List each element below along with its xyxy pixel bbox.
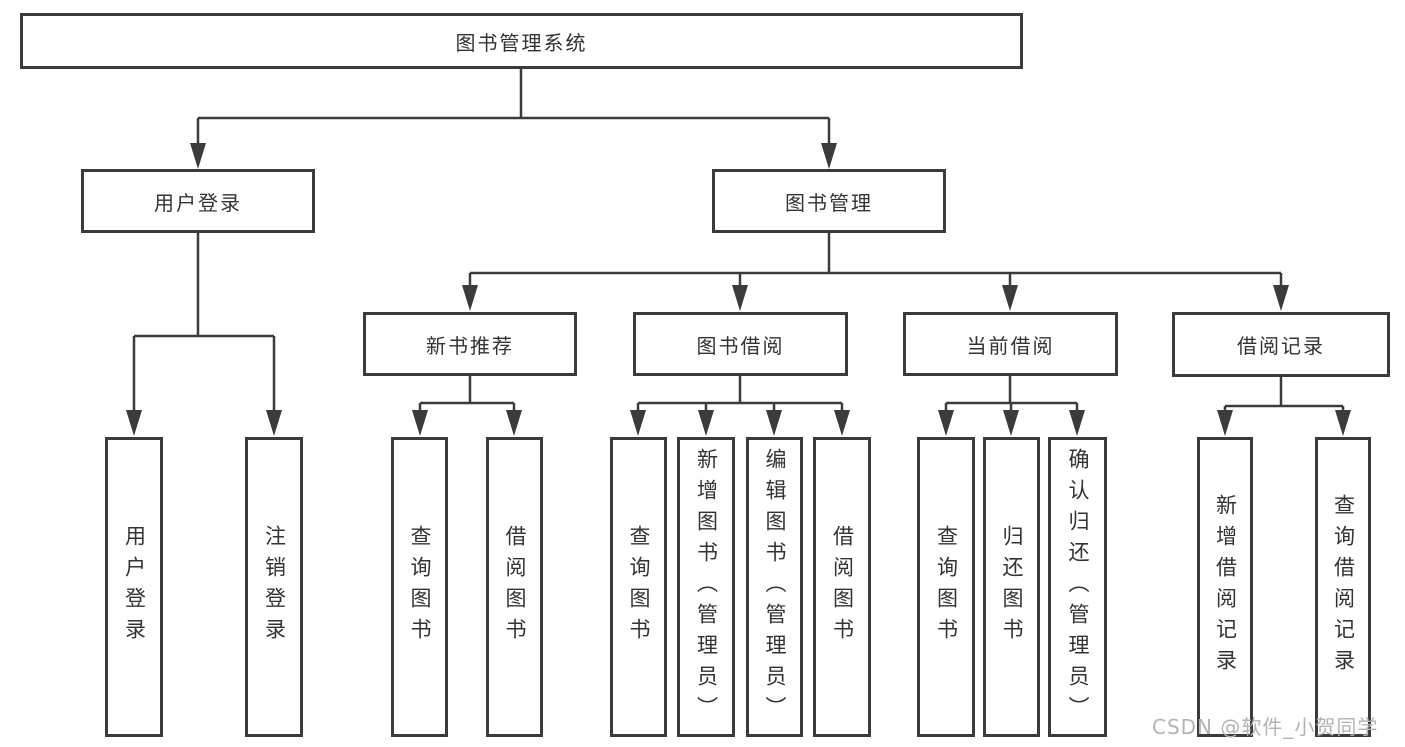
node-book-borrow: 图书借阅 bbox=[633, 312, 848, 376]
leaf-label: 归还图书 bbox=[1000, 525, 1024, 649]
node-current-borrow: 当前借阅 bbox=[903, 312, 1118, 376]
leaf-label: 查询借阅记录 bbox=[1331, 494, 1356, 680]
leaf-cb-query-books: 查询图书 bbox=[917, 437, 975, 737]
node-book-management: 图书管理 bbox=[712, 169, 946, 233]
arrowheads bbox=[126, 143, 1351, 436]
leaf-logout: 注销登录 bbox=[245, 437, 303, 737]
leaf-nbr-borrow-books: 借阅图书 bbox=[486, 437, 543, 737]
leaf-bb-edit-books: 编辑图书（管理员） bbox=[746, 437, 803, 737]
leaf-bb-query-books: 查询图书 bbox=[610, 437, 667, 737]
node-root: 图书管理系统 bbox=[20, 13, 1023, 69]
leaf-label: 用户登录 bbox=[122, 525, 147, 649]
leaf-label: 新增借阅记录 bbox=[1213, 494, 1238, 680]
leaf-br-query-record: 查询借阅记录 bbox=[1315, 437, 1371, 737]
leaf-label: 借阅图书 bbox=[830, 525, 855, 649]
leaf-label: 查询图书 bbox=[627, 525, 651, 649]
leaf-label: 新增图书（管理员） bbox=[694, 447, 719, 727]
node-borrow-records: 借阅记录 bbox=[1172, 312, 1390, 377]
leaf-nbr-query-books: 查询图书 bbox=[391, 437, 448, 737]
leaf-label: 注销登录 bbox=[262, 525, 287, 649]
leaf-label: 确认归还（管理员） bbox=[1066, 447, 1090, 727]
leaf-br-add-record: 新增借阅记录 bbox=[1197, 437, 1253, 737]
leaf-cb-return-books: 归还图书 bbox=[983, 437, 1040, 737]
leaf-bb-add-books: 新增图书（管理员） bbox=[677, 437, 735, 737]
node-user-login: 用户登录 bbox=[81, 169, 315, 233]
leaf-bb-borrow-books: 借阅图书 bbox=[813, 437, 871, 737]
leaf-label: 查询图书 bbox=[934, 525, 959, 649]
leaf-label: 查询图书 bbox=[408, 525, 432, 649]
leaf-user-login: 用户登录 bbox=[105, 437, 163, 737]
node-new-book-recommend: 新书推荐 bbox=[363, 312, 577, 376]
watermark-text: CSDN @软件_小贺同学 bbox=[1152, 715, 1379, 739]
leaf-label: 借阅图书 bbox=[503, 525, 527, 649]
leaf-label: 编辑图书（管理员） bbox=[763, 447, 787, 727]
leaf-cb-confirm-return: 确认归还（管理员） bbox=[1048, 437, 1107, 737]
